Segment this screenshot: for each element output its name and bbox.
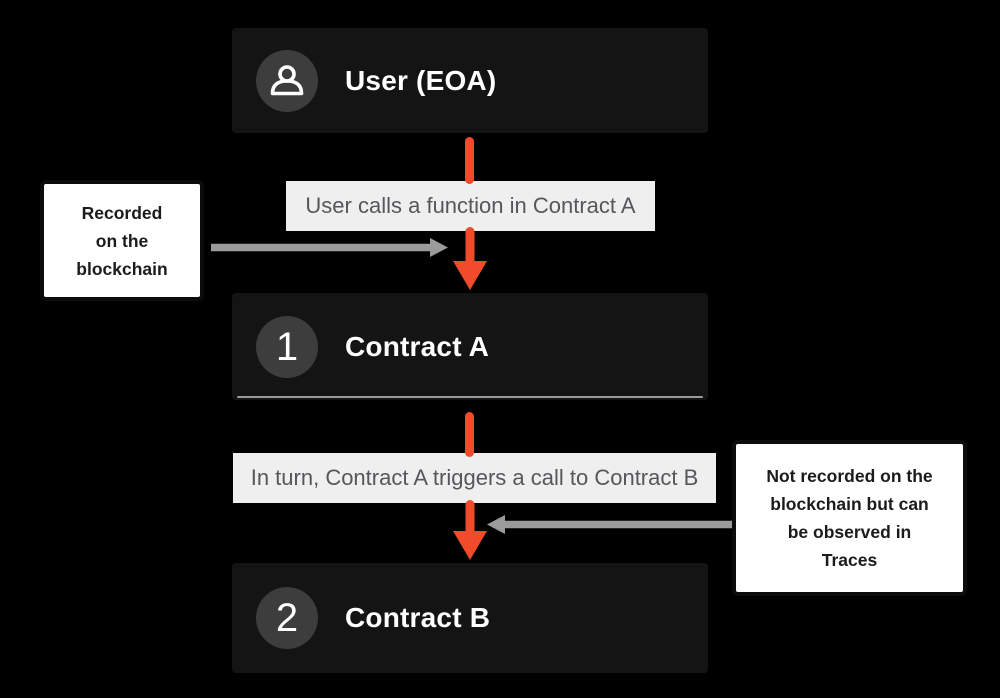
contract-a-number-badge: 1 xyxy=(256,315,318,378)
arrow-user-to-label-segment xyxy=(465,137,474,184)
arrow-down-to-contract-a xyxy=(453,227,487,290)
contract-b-number-badge: 2 xyxy=(256,587,318,649)
gray-arrow-left-icon xyxy=(487,515,732,534)
note-right-line: be observed in xyxy=(787,522,912,542)
node-user-title: User (EOA) xyxy=(345,64,497,96)
contract-a-number: 1 xyxy=(275,324,299,369)
arrow-down-to-contract-b xyxy=(453,500,487,560)
arrow-contract-a-to-label-segment xyxy=(465,412,474,457)
note-left-line: Recorded xyxy=(81,202,163,223)
user-avatar-badge xyxy=(256,49,318,112)
node-contract-b: 2 Contract B xyxy=(232,563,708,673)
node-contract-a-title: Contract A xyxy=(345,330,490,362)
note-left-line: on the xyxy=(95,230,149,251)
gray-arrow-right-icon xyxy=(211,238,448,257)
note-not-recorded-traces: Not recorded on the blockchain but can b… xyxy=(732,440,967,596)
note-right-line: Not recorded on the xyxy=(766,466,933,486)
note-left-line: blockchain xyxy=(76,258,168,279)
edge-label-user-calls: User calls a function in Contract A xyxy=(286,181,655,231)
note-right-line: Traces xyxy=(821,550,878,570)
contract-b-number: 2 xyxy=(275,596,299,640)
node-contract-a: 1 Contract A xyxy=(232,293,708,400)
note-recorded-on-blockchain: Recorded on the blockchain xyxy=(40,180,204,301)
note-right-line: blockchain but can xyxy=(770,494,929,514)
edge-label-contract-a-triggers: In turn, Contract A triggers a call to C… xyxy=(233,453,716,503)
node-user-eoa: User (EOA) xyxy=(232,28,708,133)
contract-a-bottom-highlight xyxy=(237,396,703,398)
node-contract-b-title: Contract B xyxy=(345,602,491,633)
user-icon xyxy=(270,64,304,95)
